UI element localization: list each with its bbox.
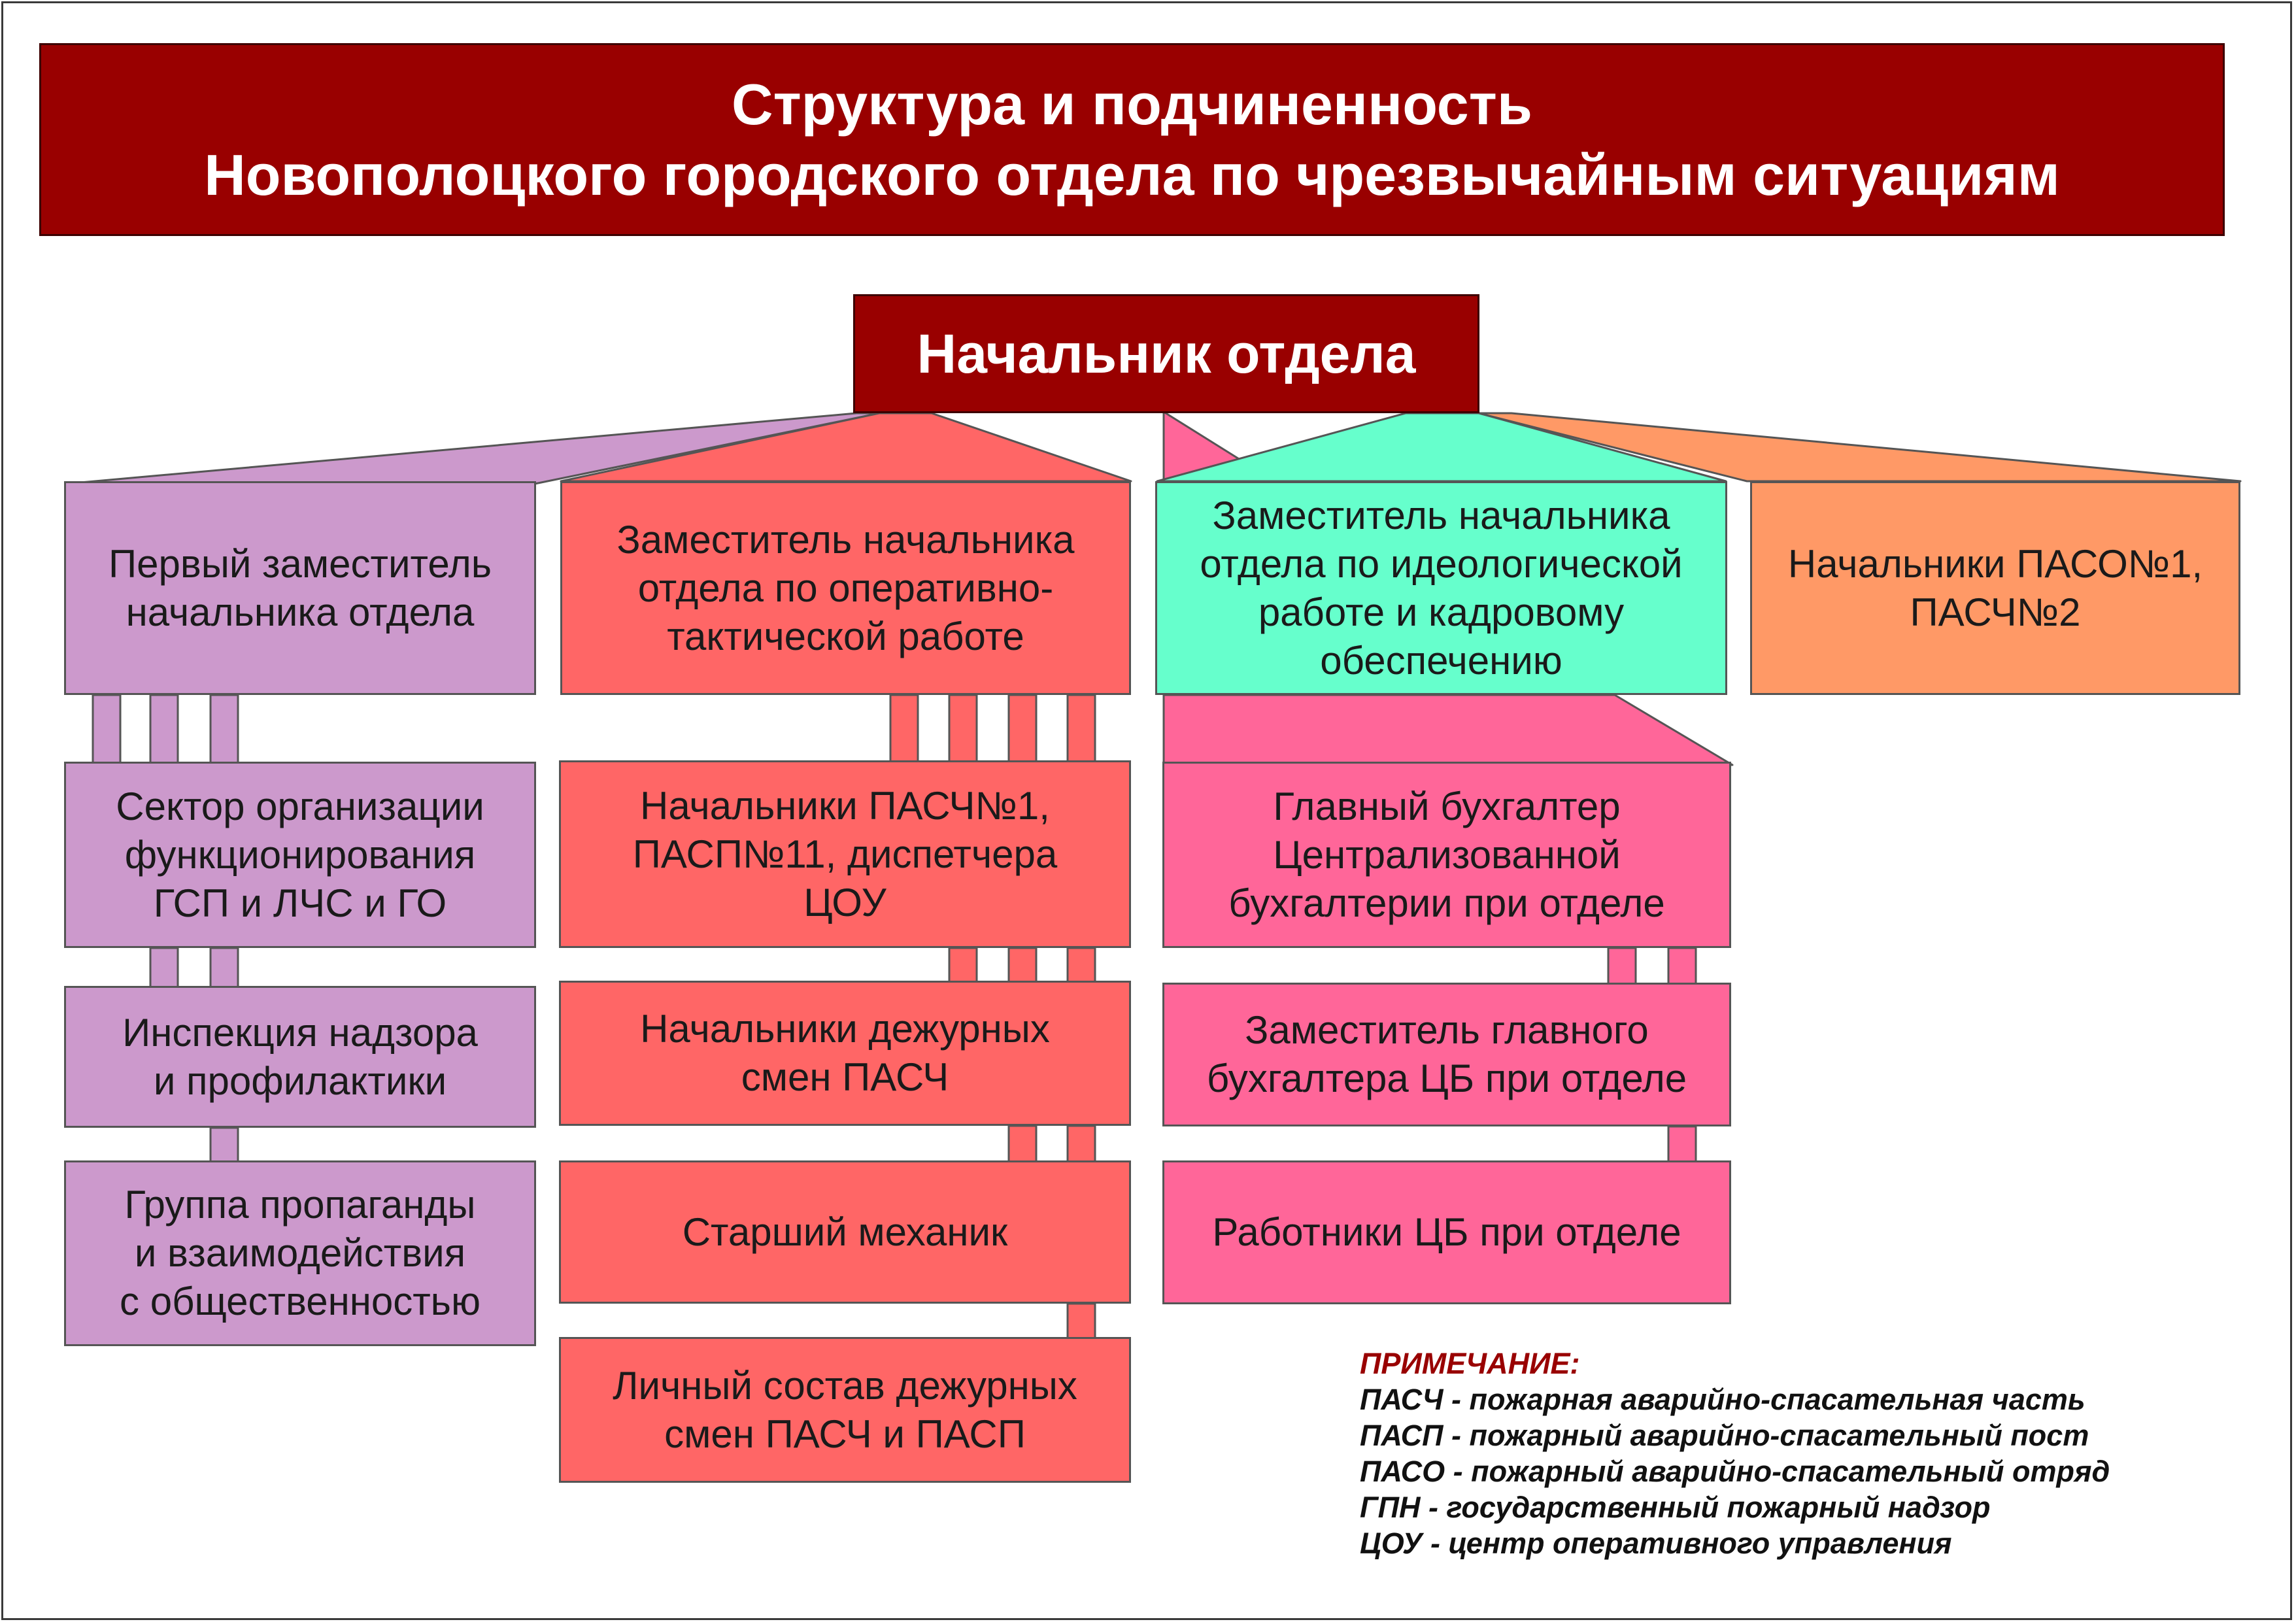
link-red [1007, 947, 1038, 983]
note-line: ПАСЧ - пожарная аварийно-спасательная ча… [1360, 1383, 2085, 1416]
senior-mechanic: Старший механик [559, 1160, 1131, 1304]
link-pink [1667, 947, 1697, 985]
title-line-2: Новополоцкого городского отдела по чрезв… [204, 142, 2060, 207]
sector-gsp-lchs-go: Сектор организации функционирования ГСП … [64, 762, 536, 948]
paso-heads: Начальники ПАСО№1, ПАСЧ№2 [1750, 481, 2240, 695]
note-line: ПАСО - пожарный аварийно-спасательный от… [1360, 1455, 2110, 1488]
title-line-1: Структура и подчиненность [732, 71, 1532, 137]
link-red [1066, 947, 1096, 983]
ideological-deputy: Заместитель начальника отдела по идеолог… [1155, 481, 1727, 695]
link-red [889, 694, 919, 763]
link-purple [209, 1126, 239, 1163]
link-red [948, 694, 978, 763]
pasch-pasp-heads: Начальники ПАСЧ№1, ПАСП№11, диспетчера Ц… [559, 760, 1131, 948]
link-red [1066, 1125, 1096, 1163]
fan-orange [1477, 412, 2242, 482]
link-red [948, 947, 978, 983]
accounting-staff: Работники ЦБ при отделе [1162, 1160, 1731, 1304]
shift-heads: Начальники дежурных смен ПАСЧ [559, 981, 1131, 1126]
operational-deputy: Заместитель начальника отдела по операти… [560, 481, 1131, 695]
first-deputy: Первый заместитель начальника отдела [64, 481, 536, 695]
link-red [1007, 1125, 1038, 1163]
link-purple [209, 694, 239, 764]
link-purple [92, 694, 122, 764]
link-pink [1667, 1125, 1697, 1163]
link-red [1066, 1302, 1096, 1340]
abbreviation-note: ПРИМЕЧАНИЕ: ПАСЧ - пожарная аварийно-спа… [1360, 1345, 2275, 1561]
head-of-department: Начальник отдела [853, 294, 1479, 413]
inspection-supervision: Инспекция надзора и профилактики [64, 986, 536, 1128]
note-line: ПАСП - пожарный аварийно-спасательный по… [1360, 1419, 2089, 1452]
link-red [1007, 694, 1038, 763]
link-red [1066, 694, 1096, 763]
deputy-chief-accountant: Заместитель главного бухгалтера ЦБ при о… [1162, 983, 1731, 1126]
note-line: ЦОУ - центр оперативного управления [1360, 1527, 1952, 1560]
propaganda-group: Группа пропаганды и взаимодействия с общ… [64, 1160, 536, 1346]
link-purple [149, 947, 179, 989]
note-title: ПРИМЕЧАНИЕ: [1360, 1347, 1580, 1380]
link-purple [209, 947, 239, 989]
link-pink [1607, 947, 1637, 985]
diagram-title: Структура и подчиненность Новополоцкого … [39, 43, 2225, 236]
link-purple [149, 694, 179, 764]
fan-operational [560, 412, 1132, 482]
note-line: ГПН - государственный пожарный надзор [1360, 1491, 1991, 1524]
shift-personnel: Личный состав дежурных смен ПАСЧ и ПАСП [559, 1337, 1131, 1483]
chief-accountant: Главный бухгалтер Централизованной бухга… [1162, 762, 1731, 948]
